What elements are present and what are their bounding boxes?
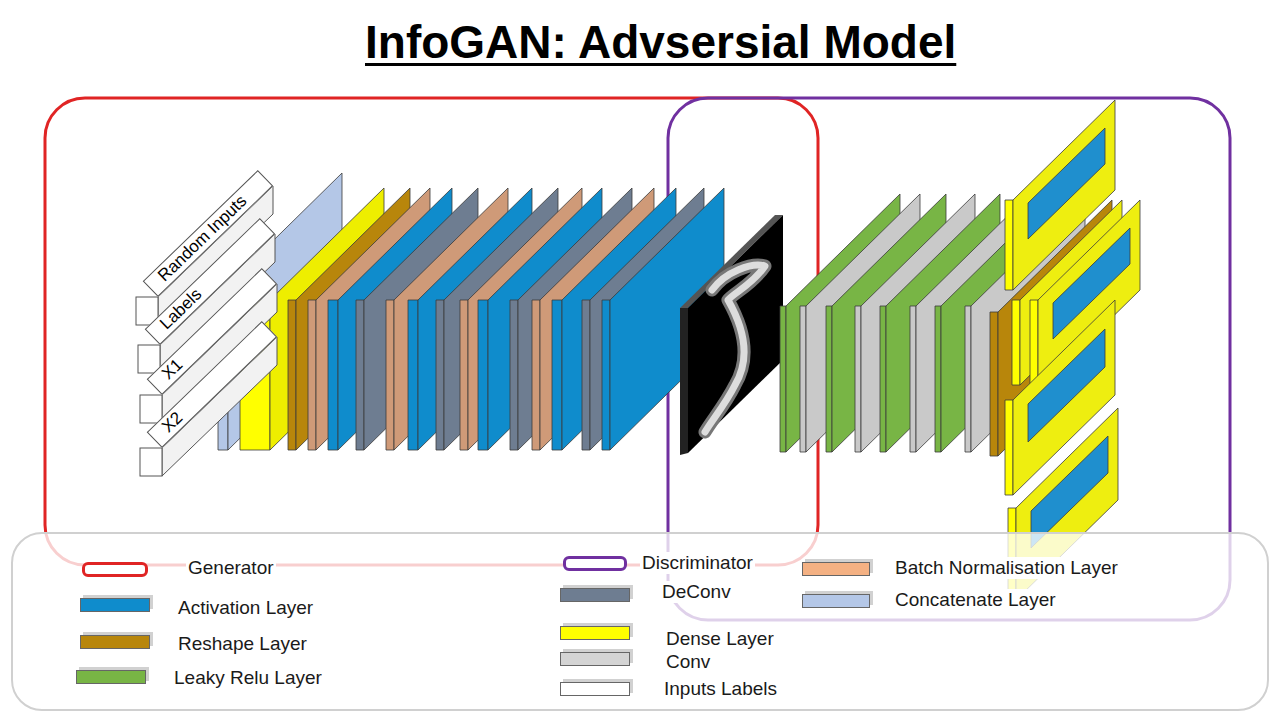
batch-norm-layer — [460, 300, 468, 450]
legend-label: Inputs Labels — [662, 678, 779, 700]
legend-swatch — [560, 652, 630, 666]
legend-swatch — [802, 562, 870, 576]
activation-layer — [602, 300, 610, 450]
conv-layer — [910, 306, 916, 452]
batch-norm-layer — [532, 300, 540, 450]
activation-layer — [552, 300, 562, 450]
input-prisms — [136, 186, 277, 476]
input-label: X1 — [158, 355, 187, 384]
legend-label: Concatenate Layer — [893, 589, 1058, 611]
output-head — [1005, 200, 1013, 290]
output-head — [1053, 228, 1130, 339]
legend-label: Conv — [664, 651, 712, 673]
deconv-layer — [510, 300, 518, 450]
legend-swatch — [560, 682, 630, 696]
legend-label: Dense Layer — [664, 628, 776, 650]
leaky-relu-layer — [880, 306, 886, 452]
output-head — [1028, 128, 1105, 239]
title: InfoGAN: Advsersial Model — [365, 14, 956, 70]
batch-norm-layer — [308, 300, 316, 450]
conv-layer — [855, 306, 861, 452]
input-prism-front — [140, 448, 162, 476]
deconv-layer — [582, 300, 590, 450]
reshape-layer — [288, 300, 296, 450]
deconv-layer — [356, 300, 364, 450]
legend-label: DeConv — [660, 581, 733, 603]
digit-stroke — [705, 265, 765, 432]
output-head — [1012, 300, 1020, 385]
legend-swatch — [80, 635, 150, 649]
legend-swatch — [80, 598, 150, 612]
legend-swatch — [76, 670, 146, 684]
legend-panel — [12, 533, 1268, 710]
legend-label: Leaky Relu Layer — [172, 667, 324, 689]
legend-label: Activation Layer — [176, 597, 315, 619]
legend-swatch — [802, 594, 870, 608]
discriminator-layers — [780, 100, 1140, 600]
input-label: X2 — [158, 408, 187, 437]
legend-swatch — [560, 626, 630, 640]
leaky-relu-layer — [780, 306, 786, 452]
input-label: Labels — [156, 285, 206, 334]
legend-label: Reshape Layer — [176, 633, 309, 655]
deconv-layer — [356, 188, 478, 450]
generated-image — [680, 215, 783, 455]
conv-layer — [800, 306, 806, 452]
legend-label: Generator — [186, 557, 276, 579]
activation-layer — [408, 300, 418, 450]
legend-outline-sample — [82, 562, 148, 577]
legend-label: Batch Normalisation Layer — [893, 557, 1120, 579]
reshape-layer — [990, 312, 998, 456]
legend-swatch — [560, 588, 630, 602]
image-face — [688, 215, 783, 453]
leaky-relu-layer — [935, 306, 941, 452]
image-edge — [680, 308, 688, 455]
deconv-layer — [436, 300, 444, 450]
legend-label: Discriminator — [640, 552, 755, 574]
batch-norm-layer — [386, 300, 394, 450]
activation-layer — [478, 300, 488, 450]
digit-stroke — [705, 265, 765, 432]
generator-region — [45, 98, 818, 565]
generator-layers — [218, 173, 724, 450]
output-head — [1031, 436, 1108, 548]
leaky-relu-layer — [826, 306, 832, 452]
legend-outline-sample — [563, 556, 627, 571]
activation-layer — [328, 300, 338, 450]
output-head — [1028, 329, 1105, 442]
conv-layer — [965, 306, 971, 452]
output-head — [1005, 400, 1013, 495]
